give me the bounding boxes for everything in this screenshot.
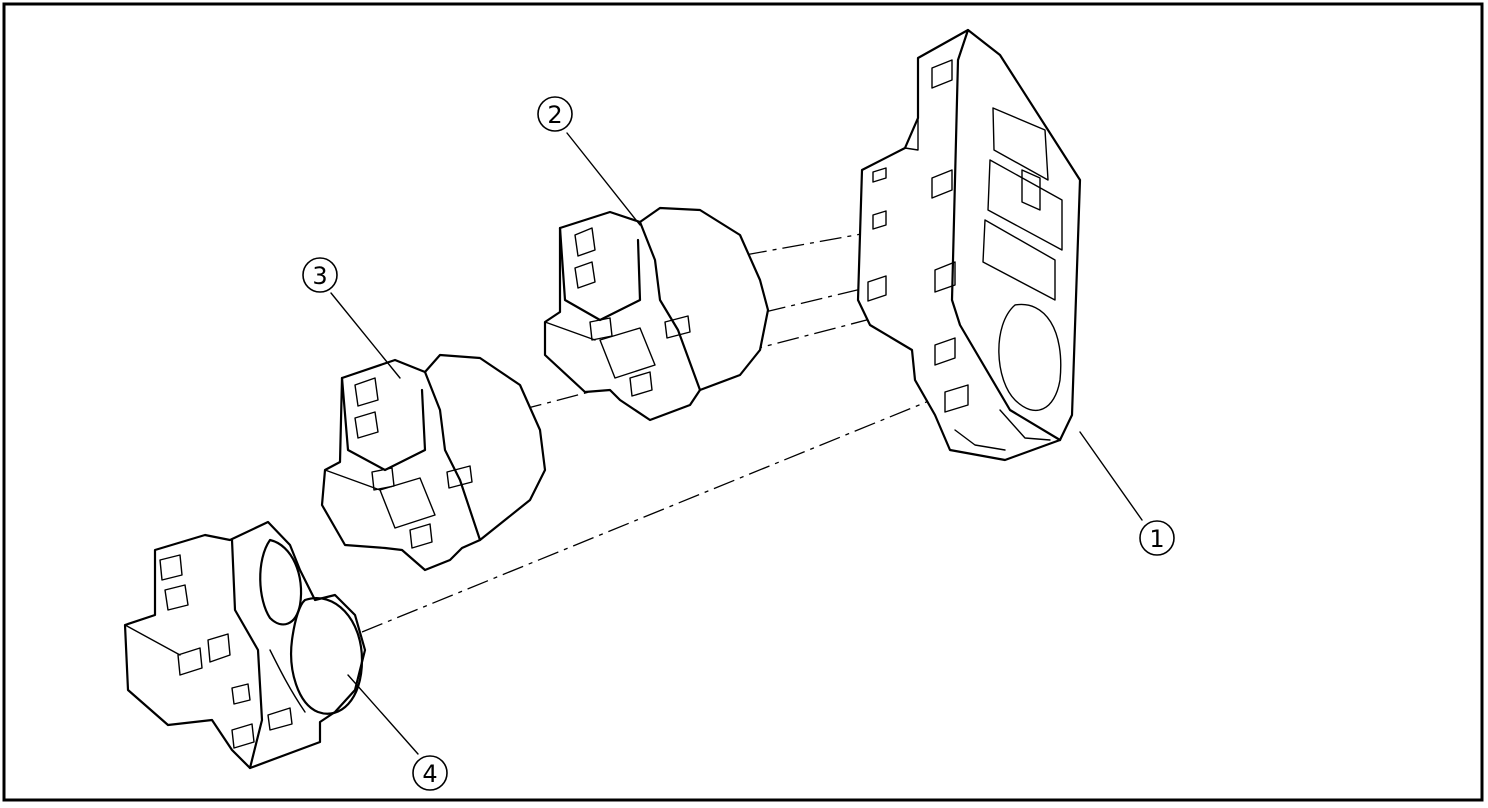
part-3-switch <box>320 353 547 572</box>
callout-2-label: 2 <box>547 101 562 129</box>
callout-1-circle <box>1139 520 1175 556</box>
callout-2-circle <box>537 96 573 132</box>
part-4-knob-switch-highlighted <box>123 520 367 770</box>
callout-4-circle <box>412 755 448 791</box>
leader-lines <box>330 132 1143 755</box>
leader-line-1 <box>1079 431 1143 521</box>
leader-line-2 <box>566 132 641 226</box>
callout-3-label: 3 <box>312 262 327 290</box>
callout-3: 3 <box>302 257 338 293</box>
alignment-line-4 <box>361 369 1006 633</box>
part-2-switch <box>543 206 770 422</box>
callout-4-label: 4 <box>422 760 437 788</box>
callout-4: 4 <box>412 755 448 791</box>
callout-3-circle <box>302 257 338 293</box>
leader-line-4 <box>347 674 419 755</box>
callout-1-label: 1 <box>1149 525 1164 553</box>
callout-2: 2 <box>537 96 573 132</box>
part-1-bezel-panel <box>856 28 1082 462</box>
leader-line-3 <box>330 292 401 379</box>
callout-1: 1 <box>1139 520 1175 556</box>
